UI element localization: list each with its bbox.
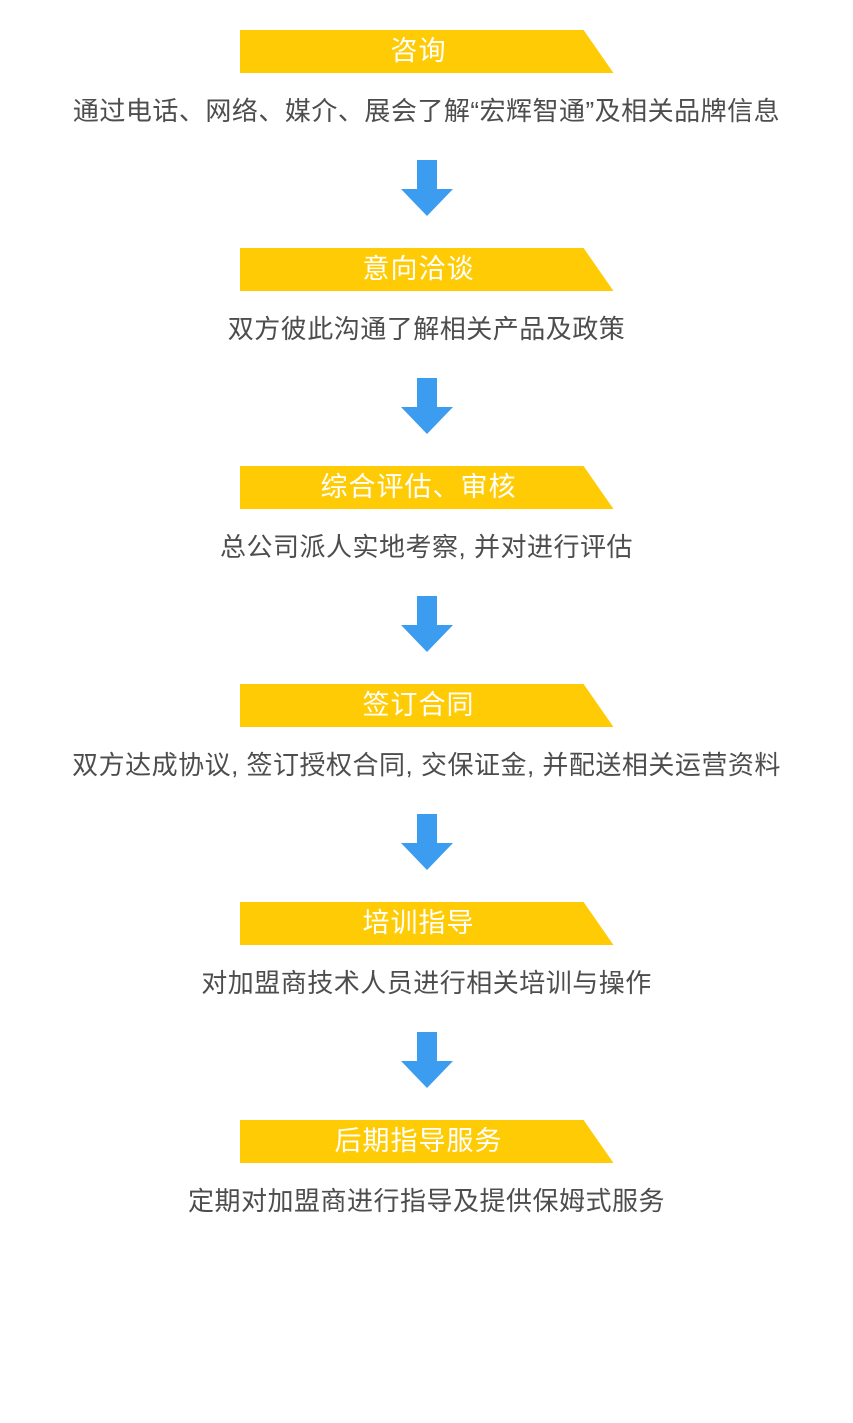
flow-step: 综合评估、审核 总公司派人实地考察, 并对进行评估 <box>0 466 853 684</box>
flow-step: 签订合同 双方达成协议, 签订授权合同, 交保证金, 并配送相关运营资料 <box>0 684 853 902</box>
step-banner: 培训指导 <box>239 902 614 945</box>
step-title: 咨询 <box>390 36 447 66</box>
step-title: 意向洽谈 <box>362 254 475 284</box>
step-banner: 综合评估、审核 <box>239 466 614 509</box>
flow-connector <box>394 160 460 216</box>
arrow-down-icon <box>400 378 453 434</box>
step-banner: 后期指导服务 <box>239 1120 614 1163</box>
arrow-down-icon <box>400 1032 453 1088</box>
flow-connector <box>394 378 460 434</box>
flow-connector <box>394 596 460 652</box>
step-title: 签订合同 <box>362 690 475 720</box>
flow-connector <box>394 1032 460 1088</box>
step-description: 对加盟商技术人员进行相关培训与操作 <box>201 968 652 998</box>
step-banner: 咨询 <box>239 30 614 73</box>
arrow-down-icon <box>400 160 453 216</box>
flow-step: 培训指导 对加盟商技术人员进行相关培训与操作 <box>0 902 853 1120</box>
step-description: 总公司派人实地考察, 并对进行评估 <box>220 532 633 562</box>
flow-step: 咨询 通过电话、网络、媒介、展会了解“宏辉智通”及相关品牌信息 <box>0 30 853 248</box>
step-banner: 意向洽谈 <box>239 248 614 291</box>
flow-step: 意向洽谈 双方彼此沟通了解相关产品及政策 <box>0 248 853 466</box>
step-title: 后期指导服务 <box>334 1126 503 1156</box>
flow-connector <box>394 814 460 870</box>
arrow-down-icon <box>400 814 453 870</box>
step-title: 培训指导 <box>362 908 475 938</box>
step-description: 双方彼此沟通了解相关产品及政策 <box>227 314 626 344</box>
step-description: 定期对加盟商进行指导及提供保姆式服务 <box>187 1186 665 1216</box>
arrow-down-icon <box>400 596 453 652</box>
step-description: 通过电话、网络、媒介、展会了解“宏辉智通”及相关品牌信息 <box>72 96 781 126</box>
step-banner: 签订合同 <box>239 684 614 727</box>
flow-step: 后期指导服务 定期对加盟商进行指导及提供保姆式服务 <box>0 1120 853 1218</box>
step-description: 双方达成协议, 签订授权合同, 交保证金, 并配送相关运营资料 <box>72 750 781 780</box>
step-title: 综合评估、审核 <box>320 472 517 502</box>
